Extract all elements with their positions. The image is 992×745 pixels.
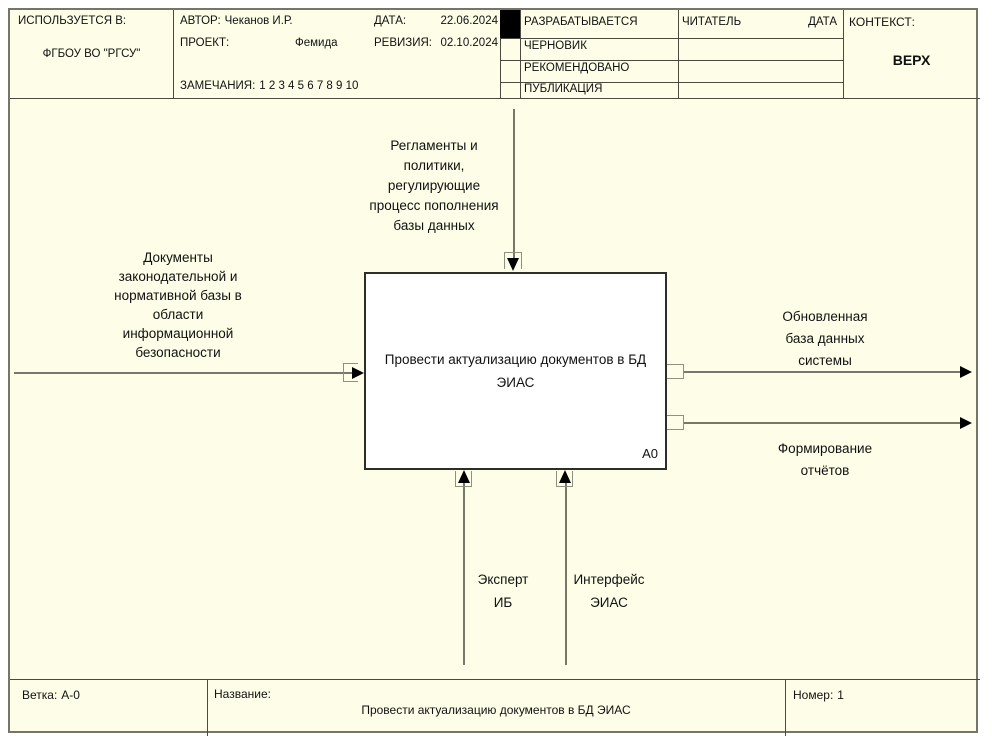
output1-label[interactable]: Обновленная база данных системы (782, 309, 868, 368)
activity-code: A0 (642, 446, 658, 461)
status-row-working: РАЗРАБАТЫВАЕТСЯ (524, 16, 638, 28)
mechanism1-arrowhead-icon (458, 470, 470, 483)
mechanism2-bracket (556, 471, 573, 487)
date-value: 22.06.2024 (440, 15, 498, 27)
input-arrowhead-icon (352, 367, 364, 379)
control-arrow-label[interactable]: Регламенты и политики, регулирующие проц… (369, 138, 499, 233)
branch-value: А-0 (61, 688, 80, 702)
author-label: АВТОР: (180, 15, 221, 27)
header-divider (678, 10, 679, 98)
branch-cell: Ветка:А-0 (22, 688, 80, 702)
mechanism2-line (565, 482, 567, 665)
revision-label: РЕВИЗИЯ: (374, 37, 432, 49)
notes-label: ЗАМЕЧАНИЯ: (180, 80, 256, 92)
output2-arrowhead-icon (960, 417, 972, 429)
mechanism2-arrowhead-icon (559, 470, 571, 483)
header-bottom-line (10, 98, 980, 99)
mechanism1-label[interactable]: Эксперт ИБ (477, 572, 529, 610)
reader-header-row: ЧИТАТЕЛЬ ДАТА (682, 16, 837, 28)
notes-value: 1 2 3 4 5 6 7 8 9 10 (259, 80, 359, 92)
header-row-line (500, 60, 843, 61)
output1-bracket (665, 364, 684, 379)
header-divider (500, 10, 501, 98)
idef0-sheet: ИСПОЛЬЗУЕТСЯ В: ФГБОУ ВО "РГСУ" АВТОР:Че… (8, 8, 980, 736)
output2-bracket (665, 415, 684, 430)
footer-divider (207, 679, 208, 736)
output2-label[interactable]: Формирование отчётов (777, 441, 873, 478)
activity-title: Провести актуализацию документов в БД ЭИ… (384, 352, 647, 390)
control-arrow-line (513, 109, 515, 260)
number-label: Номер: (793, 688, 834, 702)
status-row-recommended: РЕКОМЕНДОВАНО (524, 62, 630, 74)
reader-date-label: ДАТА (808, 16, 837, 28)
mechanism1-line (463, 482, 465, 665)
reader-label: ЧИТАТЕЛЬ (682, 16, 742, 28)
number-cell: Номер:1 (793, 688, 844, 702)
mechanism2-label[interactable]: Интерфейс ЭИАС (573, 572, 645, 610)
revision-value: 02.10.2024 (440, 37, 498, 49)
header-divider (520, 10, 521, 98)
header-divider (173, 10, 174, 98)
control-arrowhead-icon (507, 258, 519, 271)
date-row: ДАТА: 22.06.2024 (374, 15, 498, 27)
author-row: АВТОР:Чеканов И.Р. (180, 15, 293, 27)
input-arrow-bracket (343, 363, 358, 382)
header-row-line (500, 38, 843, 39)
status-row-draft: ЧЕРНОВИК (524, 40, 587, 52)
input-arrow-line (14, 372, 354, 374)
footer-divider (785, 679, 786, 736)
mechanism1-bracket (455, 471, 472, 487)
title-label: Название: (214, 687, 271, 701)
footer-top-line (10, 679, 980, 680)
activity-box-a0[interactable]: Провести актуализацию документов в БД ЭИ… (364, 272, 667, 470)
output1-arrowhead-icon (960, 366, 972, 378)
status-row-publication: ПУБЛИКАЦИЯ (524, 83, 603, 95)
context-label: КОНТЕКСТ: (849, 15, 915, 29)
input-arrow-label[interactable]: Документы законодательной и нормативной … (114, 250, 242, 360)
status-current-marker (500, 10, 520, 38)
footer-title: Провести актуализацию документов в БД ЭИ… (361, 703, 631, 717)
output1-line (684, 371, 964, 373)
output2-line (684, 422, 964, 424)
author-value: Чеканов И.Р. (224, 15, 293, 27)
context-value: ВЕРХ (892, 52, 931, 68)
notes-row: ЗАМЕЧАНИЯ:1 2 3 4 5 6 7 8 9 10 (180, 80, 358, 92)
project-value: Фемида (295, 37, 338, 49)
organization-name: ФГБОУ ВО "РГСУ" (42, 48, 141, 60)
date-label: ДАТА: (374, 15, 407, 27)
control-arrow-bracket (504, 252, 522, 269)
revision-row: РЕВИЗИЯ: 02.10.2024 (374, 37, 498, 49)
number-value: 1 (837, 688, 844, 702)
project-label: ПРОЕКТ: (180, 37, 230, 49)
branch-label: Ветка: (22, 688, 58, 702)
header-divider (843, 10, 844, 98)
header-row-line (500, 82, 843, 83)
used-at-label: ИСПОЛЬЗУЕТСЯ В: (18, 15, 127, 27)
